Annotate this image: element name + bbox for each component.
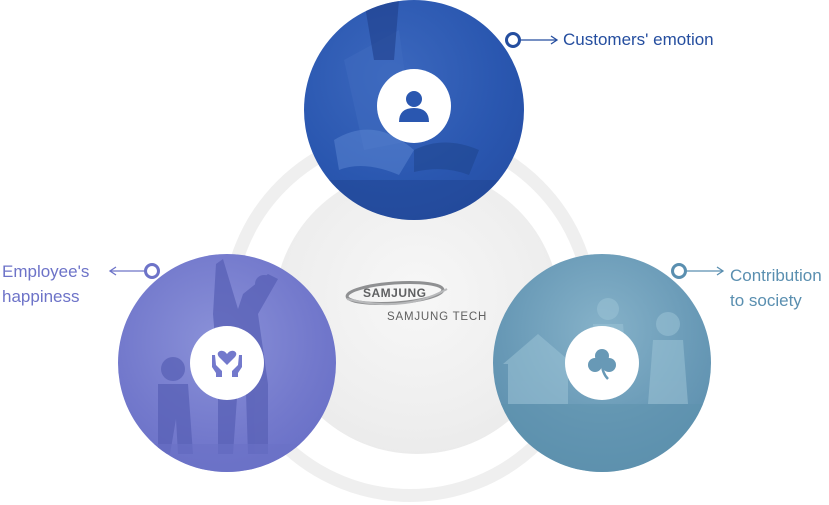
handshake-photo	[304, 0, 524, 220]
company-logo: SAMJUNG SAMJUNG TECH	[345, 275, 495, 335]
society-label-line1: Contribution	[730, 266, 822, 285]
left-connector	[108, 263, 160, 279]
customers-emotion-circle	[304, 0, 524, 220]
logo-swoosh	[345, 280, 448, 306]
employee-label-line2: happiness	[2, 287, 80, 306]
person-icon	[399, 91, 429, 122]
clover-icon	[588, 349, 616, 380]
top-connector	[505, 32, 559, 48]
company-name: SAMJUNG TECH	[387, 311, 488, 323]
person-icon-badge	[377, 69, 451, 143]
contribution-society-circle	[493, 254, 711, 472]
employee-happiness-circle	[118, 254, 336, 472]
clover-icon-badge	[565, 326, 639, 400]
right-connector	[671, 263, 725, 279]
society-label-line2: to society	[730, 291, 802, 310]
employee-happiness-label: Employee's happiness	[2, 259, 89, 309]
employee-label-line1: Employee's	[2, 262, 90, 281]
heart-hands-icon	[212, 350, 242, 377]
contribution-society-label: Contribution to society	[730, 263, 822, 313]
heart-hands-icon-badge	[190, 326, 264, 400]
customers-emotion-label: Customers' emotion	[563, 30, 714, 49]
logo-word: SAMJUNG	[363, 286, 427, 300]
